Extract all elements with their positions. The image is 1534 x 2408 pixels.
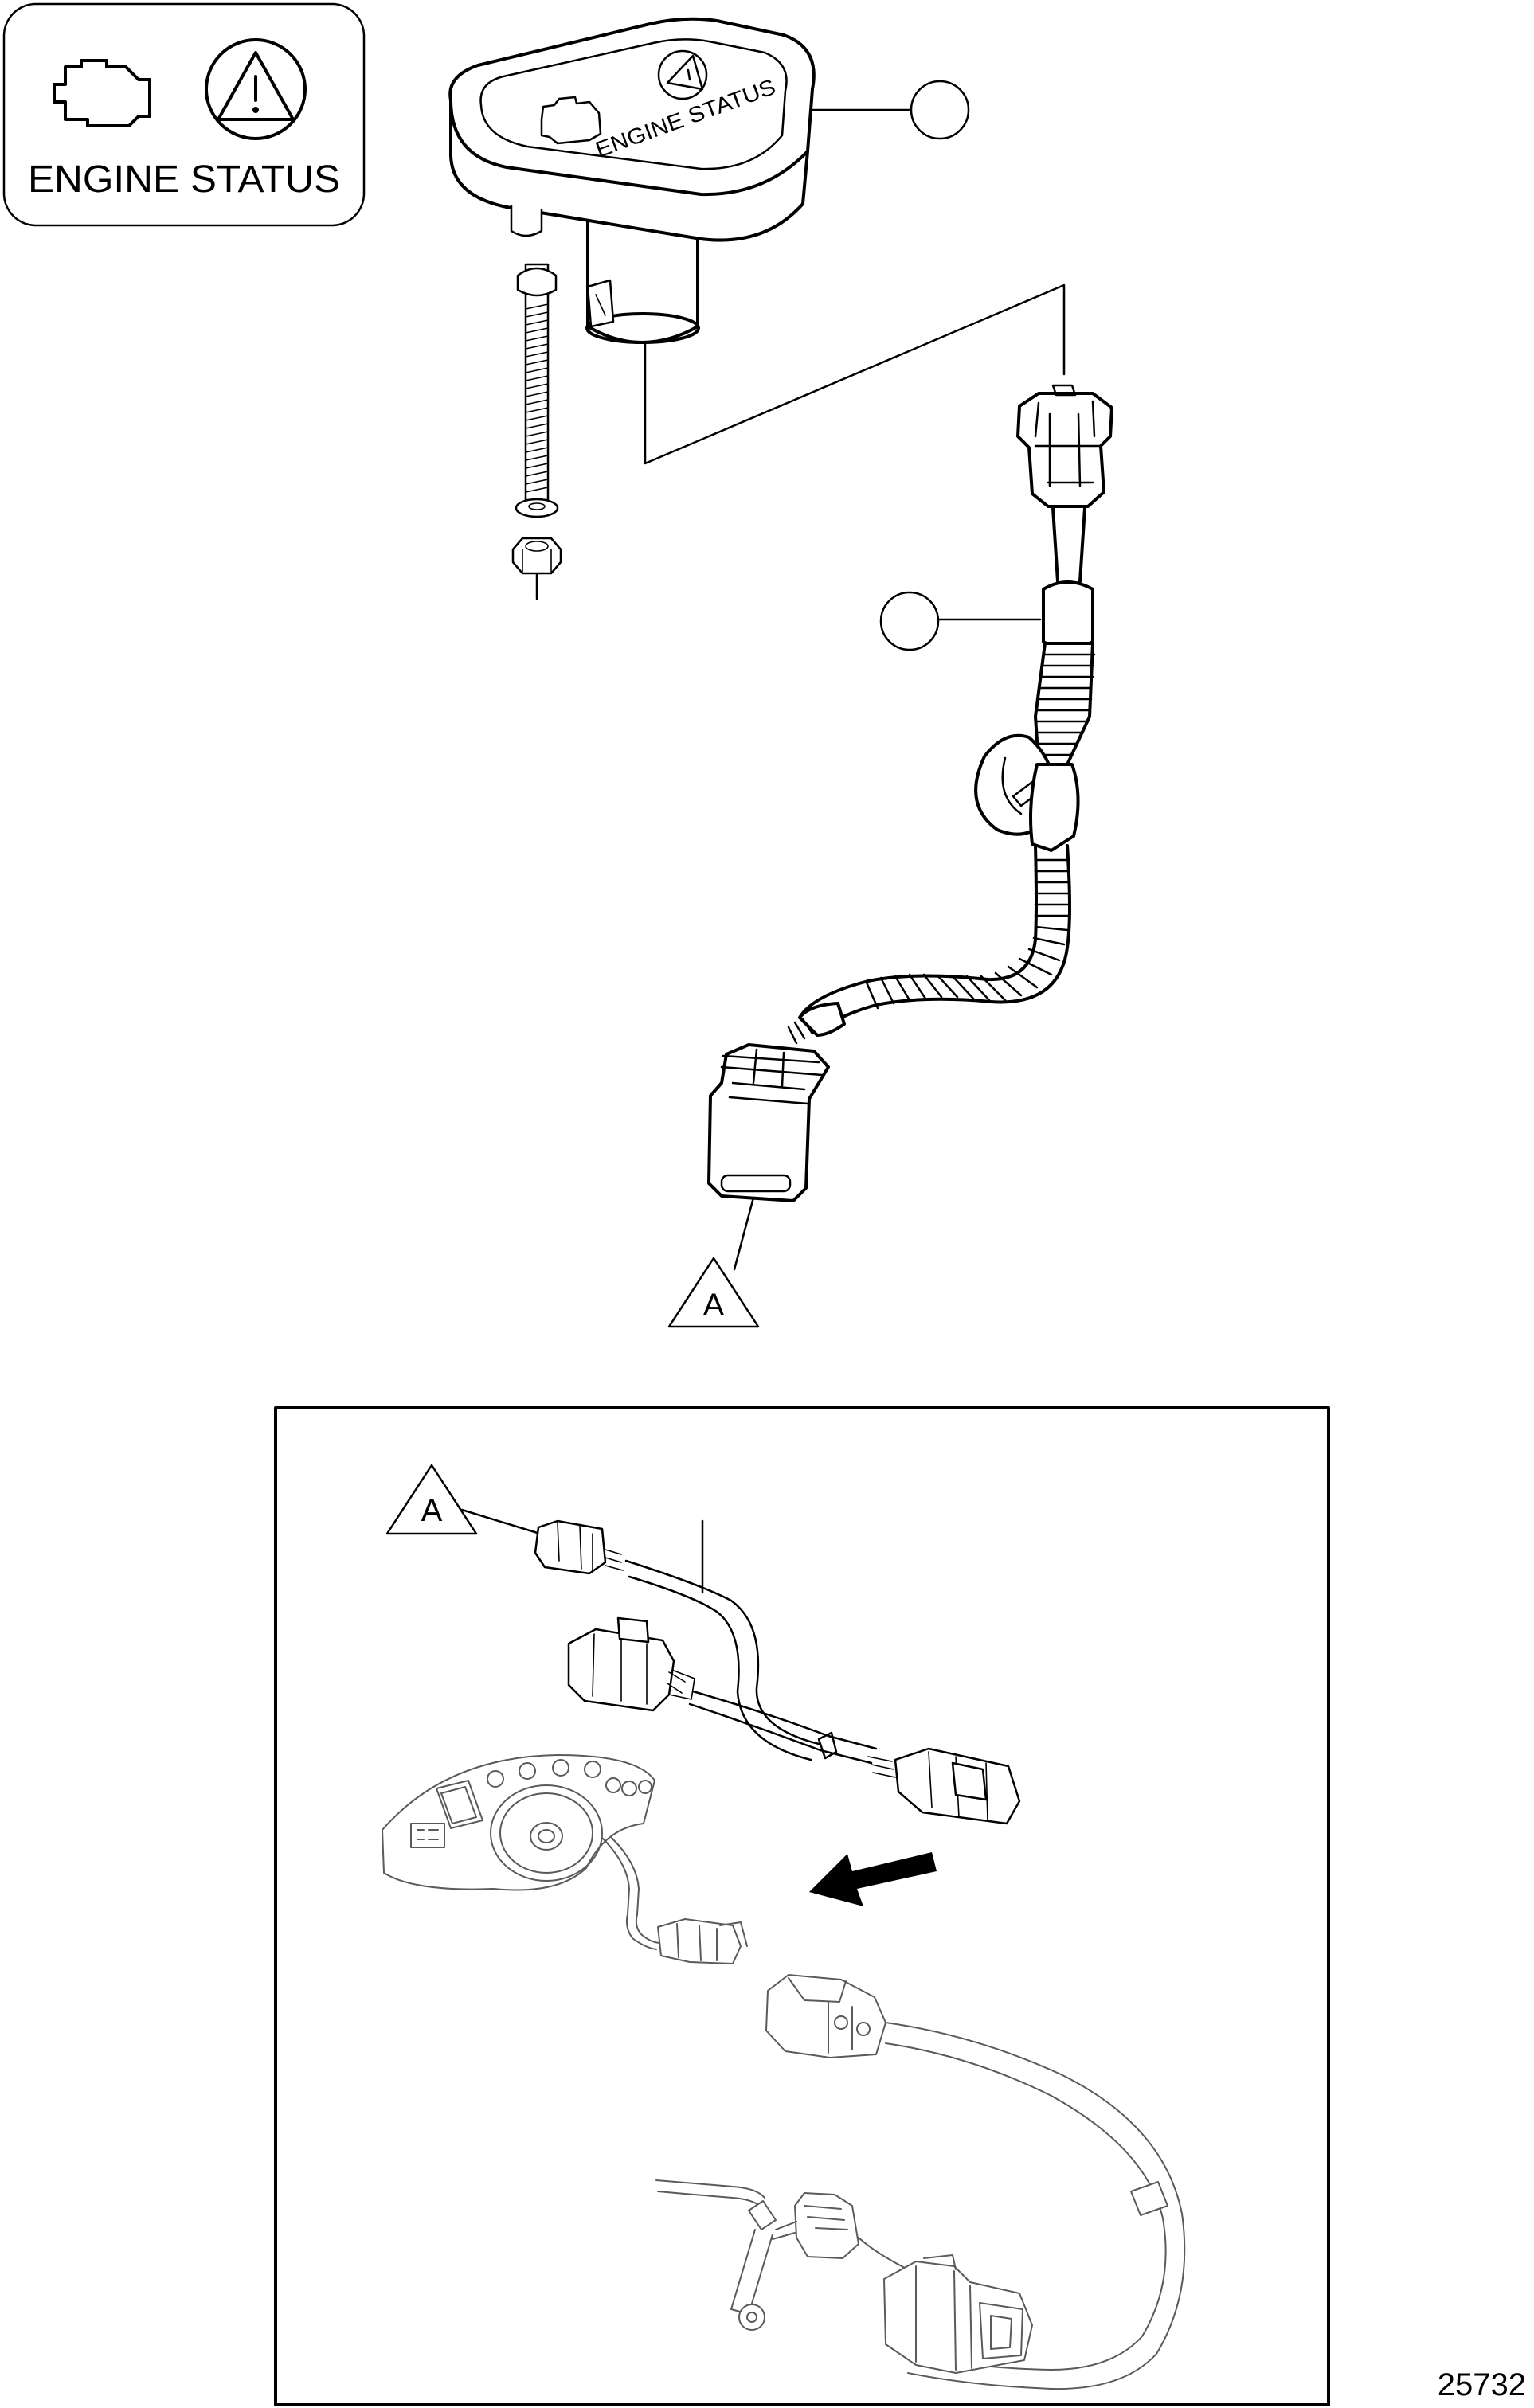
connector-a [707,1043,830,1202]
gauge-harness [707,384,1113,1271]
mounting-hardware [510,205,562,600]
inset-dash-connector [657,1918,748,1964]
two-pin-connector [1016,384,1113,508]
callout-1 [811,80,970,140]
reference-marker-a-inset: A [385,1464,478,1535]
legend-label: ENGINE STATUS [28,158,340,201]
gauge-warning-icon [657,49,708,100]
inset-large-connector [567,1616,695,1712]
inset-frame [274,1406,1330,2406]
callout-2 [879,591,1042,651]
engine-icon [53,59,151,127]
reference-a-upper-label: A [703,1288,725,1323]
washer [515,498,559,518]
reference-a-inset-label: A [421,1493,443,1528]
engine-status-gauge: ENGINE STATUS [448,17,816,344]
inset-engine-sensor [730,2192,925,2331]
threaded-stud [516,263,558,502]
warning-triangle-icon [205,38,307,140]
inset-connector-a [534,1519,624,1575]
reference-marker-a-upper: A [667,1257,760,1328]
inset-right-connector [894,1747,1021,1825]
inset-dashboard [382,1754,655,1891]
figure-number: 25732 [1438,2367,1526,2402]
legend-panel: ENGINE STATUS [2,2,366,227]
inset-grey-mating-connector [765,1974,886,2058]
gauge-engine-icon [540,96,602,145]
direction-arrow [809,1852,937,1906]
bracket-leader [644,283,1066,465]
hex-nut [511,537,562,575]
inset-engine-connector [883,2254,1033,2374]
